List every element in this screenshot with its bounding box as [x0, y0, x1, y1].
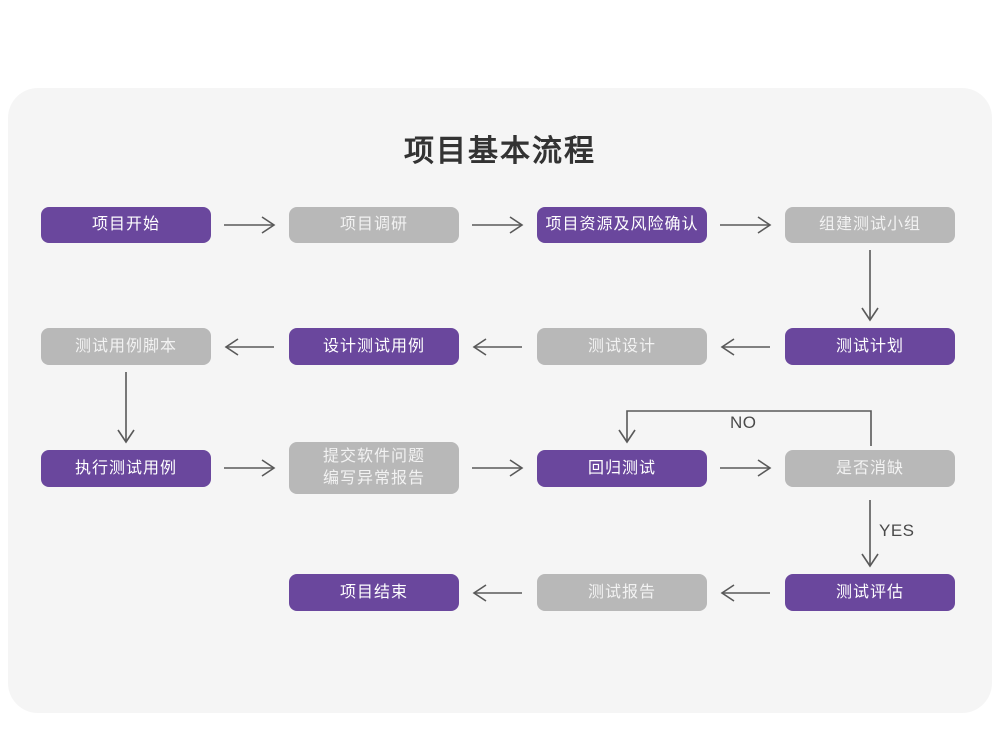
node-test-report[interactable]: 测试报告	[537, 574, 707, 611]
edge-label-no: NO	[730, 413, 757, 432]
node-regression-test[interactable]: 回归测试	[537, 450, 707, 487]
node-resource-risk-confirm[interactable]: 项目资源及风险确认	[537, 207, 707, 243]
node-test-plan[interactable]: 测试计划	[785, 328, 955, 365]
page-title: 项目基本流程	[404, 135, 596, 168]
node-test-case-script[interactable]: 测试用例脚本	[41, 328, 211, 365]
node-design-test-case[interactable]: 设计测试用例	[289, 328, 459, 365]
node-project-start[interactable]: 项目开始	[41, 207, 211, 243]
node-submit-issue-report[interactable]: 提交软件问题 编写异常报告	[289, 442, 459, 494]
node-project-research[interactable]: 项目调研	[289, 207, 459, 243]
flowchart-card	[8, 88, 992, 713]
edge-label-yes: YES	[879, 521, 915, 540]
node-build-test-team[interactable]: 组建测试小组	[785, 207, 955, 243]
node-execute-test-case[interactable]: 执行测试用例	[41, 450, 211, 487]
node-test-evaluation[interactable]: 测试评估	[785, 574, 955, 611]
node-test-design[interactable]: 测试设计	[537, 328, 707, 365]
node-project-end[interactable]: 项目结束	[289, 574, 459, 611]
node-defect-cleared-decision[interactable]: 是否消缺	[785, 450, 955, 487]
